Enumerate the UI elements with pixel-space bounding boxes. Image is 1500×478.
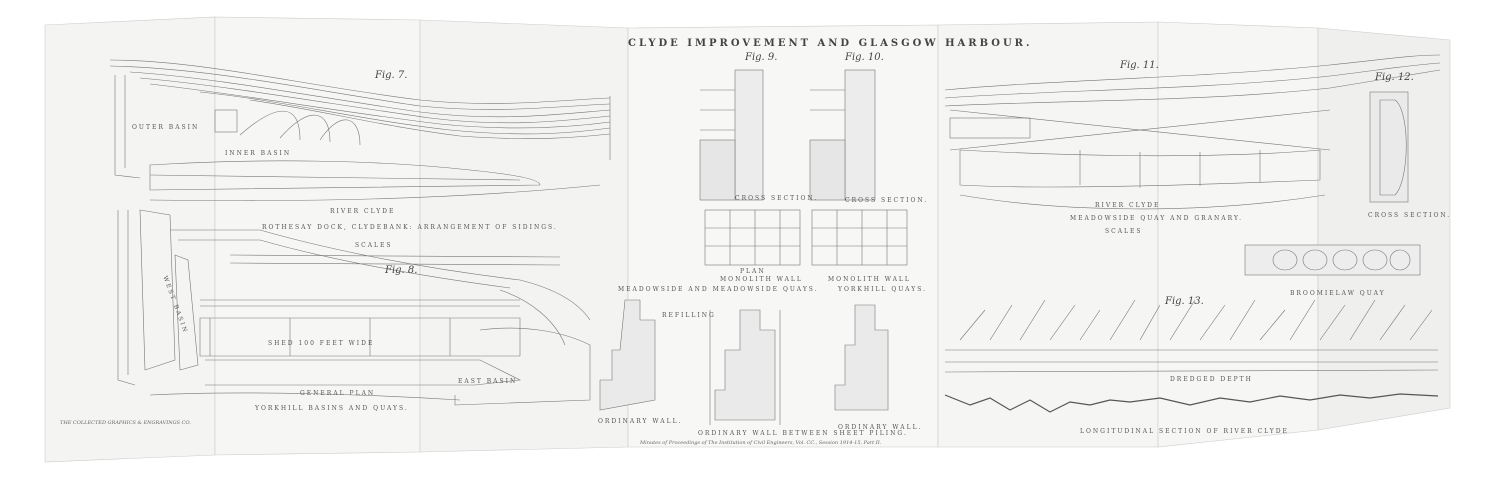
shed-wide-label: SHED 100 FEET WIDE <box>268 340 375 347</box>
fig12-label: Fig. 12. <box>1375 72 1414 83</box>
fig9-label: Fig. 9. <box>745 52 778 63</box>
paper-panel-4 <box>627 24 939 448</box>
longitudinal-section-label: LONGITUDINAL SECTION OF RIVER CLYDE <box>1080 428 1289 435</box>
fig7-sidings-drawing <box>109 59 611 266</box>
meadowside-quays-label: MEADOWSIDE AND MEADOWSIDE QUAYS. <box>618 286 819 293</box>
monolith-wall-2-label: MONOLITH WALL <box>828 276 911 283</box>
ordinary-wall-1-label: ORDINARY WALL. <box>598 418 683 425</box>
river-clyde-left-label: RIVER CLYDE <box>330 208 396 215</box>
dredged-depth-label: DREDGED DEPTH <box>1170 376 1253 383</box>
rothesay-caption: ROTHESAY DOCK, CLYDEBANK: ARRANGEMENT OF… <box>262 224 558 231</box>
cross-section-1-label: CROSS SECTION. <box>735 195 819 202</box>
general-plan-label: GENERAL PLAN <box>300 390 376 397</box>
cross-section-2-label: CROSS SECTION. <box>845 197 929 204</box>
scales-left-label: SCALES <box>355 242 393 249</box>
fig8-label: Fig. 8. <box>385 265 418 276</box>
paper-panel-3 <box>419 19 629 453</box>
ordinary-wall-2-label: ORDINARY WALL BETWEEN SHEET PILING. <box>698 430 908 437</box>
fig7-label: Fig. 7. <box>375 70 408 81</box>
paper-panel-1 <box>44 16 216 463</box>
broomielaw-quay-drawing <box>1244 244 1421 276</box>
plan-label: PLAN <box>740 268 766 275</box>
scales-right-label: SCALES <box>1105 228 1143 235</box>
refilling-label: REFILLING <box>662 312 716 319</box>
fig10-label: Fig. 10. <box>845 52 884 63</box>
outer-basin-label: OUTER BASIN <box>132 124 200 131</box>
paper-panel-7 <box>1317 27 1451 431</box>
ordinary-wall-3-label: ORDINARY WALL. <box>838 424 923 431</box>
fig9-10-wall-sections <box>699 69 908 266</box>
fig11-meadowside-drawing <box>944 54 1441 210</box>
monolith-wall-1-label: MONOLITH WALL <box>720 276 803 283</box>
fig11-label: Fig. 11. <box>1120 60 1159 71</box>
yorkhill-quays-label: YORKHILL QUAYS. <box>838 286 928 293</box>
yorkhill-basins-label: YORKHILL BASINS AND QUAYS. <box>255 405 409 412</box>
inner-basin-label: INNER BASIN <box>225 150 292 157</box>
paper-panel-6 <box>1157 21 1319 448</box>
fig8-yorkhill-drawing <box>117 209 591 406</box>
fig13-label: Fig. 13. <box>1165 296 1204 307</box>
footer-caption: Minutes of Proceedings of The Institutio… <box>640 440 882 446</box>
printer-credit: THE COLLECTED GRAPHICS & ENGRAVINGS CO. <box>60 420 191 426</box>
ordinary-wall-sections <box>599 299 889 425</box>
fig13-longitudinal-section <box>944 299 1439 413</box>
main-title: CLYDE IMPROVEMENT AND GLASGOW HARBOUR. <box>628 38 1033 49</box>
meadowside-granary-label: MEADOWSIDE QUAY AND GRANARY. <box>1070 215 1244 222</box>
broomielaw-quay-label: BROOMIELAW QUAY <box>1290 290 1386 297</box>
river-clyde-right-label: RIVER CLYDE <box>1095 202 1161 209</box>
east-basin-label: EAST BASIN <box>458 378 518 385</box>
cross-section-3-label: CROSS SECTION. <box>1368 212 1452 219</box>
